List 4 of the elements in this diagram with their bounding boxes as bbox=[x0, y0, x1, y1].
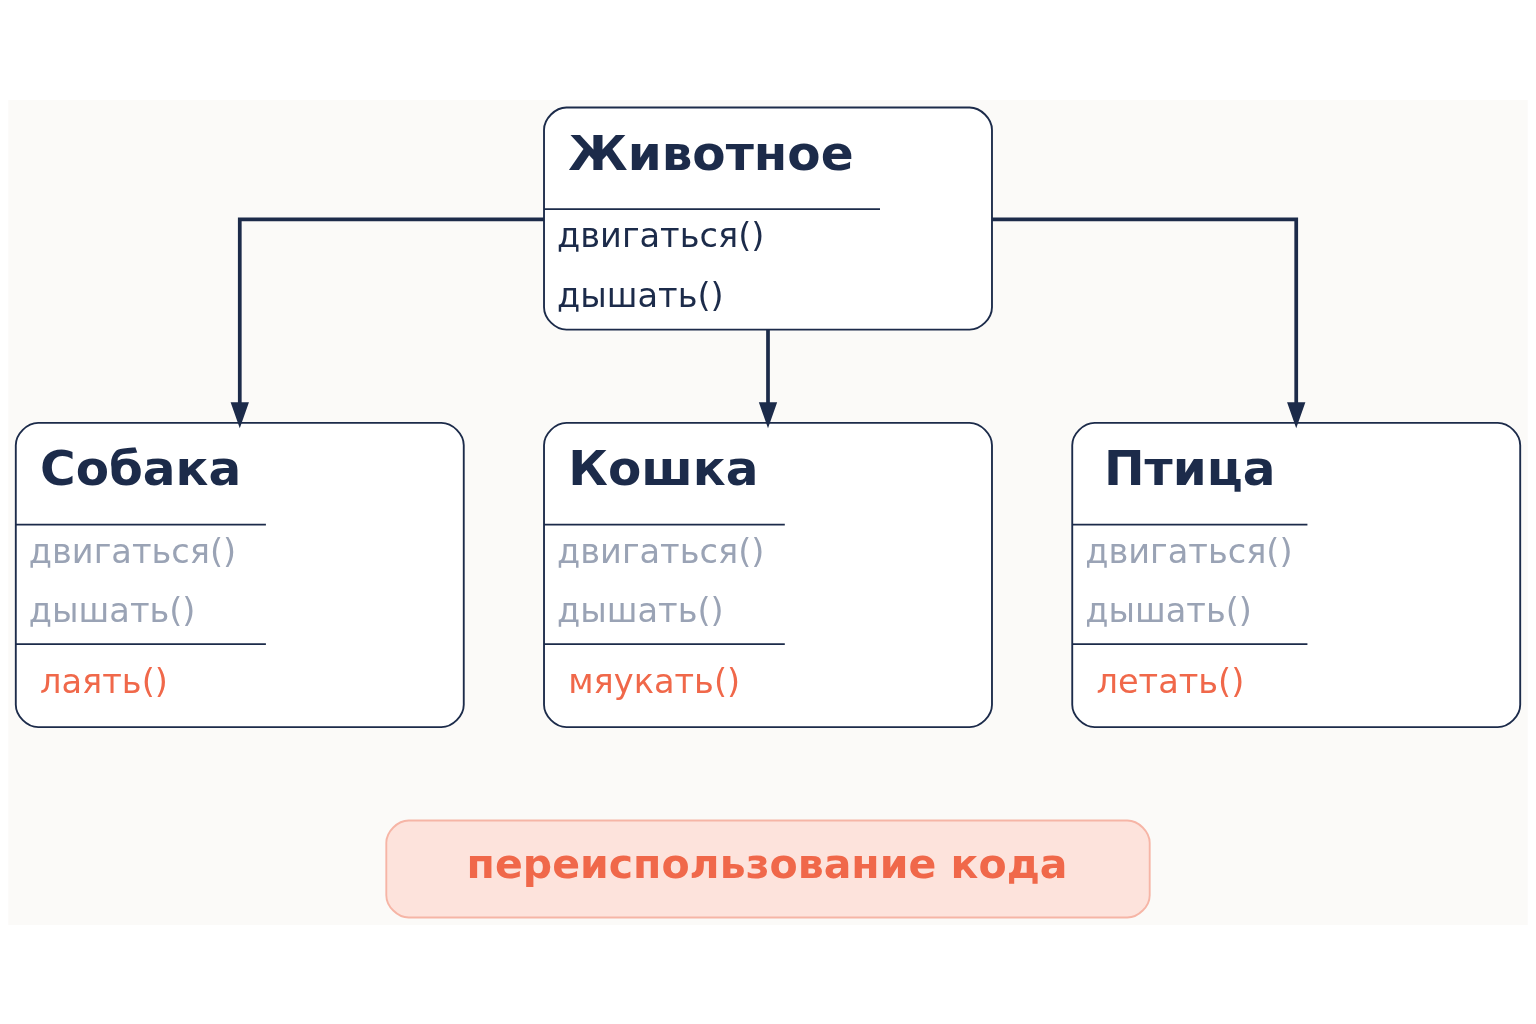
arrow bbox=[992, 217, 1306, 428]
arrow bbox=[758, 329, 778, 428]
arrow bbox=[230, 217, 544, 428]
node-box: переиспользование кода bbox=[385, 819, 1151, 918]
